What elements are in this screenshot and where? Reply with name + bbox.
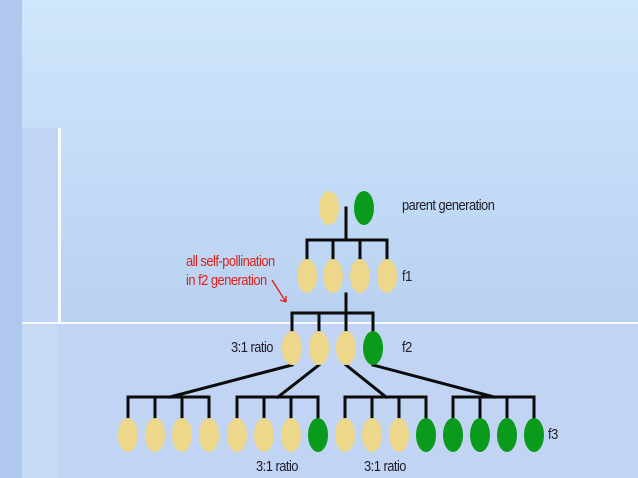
f3-plant-3-4 (416, 418, 436, 452)
f2-plant-3 (336, 331, 356, 365)
f3-plant-4-4 (524, 418, 544, 452)
f3-plant-1-4 (199, 418, 219, 452)
annotation-line-1: all self-pollination (186, 253, 275, 270)
plant-nodes (118, 191, 544, 452)
tree-connectors (126, 206, 536, 420)
parent-generation-label: parent generation (402, 197, 495, 214)
annotation-line-2: in f2 generation (186, 272, 267, 289)
f3-branch-2 (275, 362, 322, 400)
f2-label: f2 (402, 339, 412, 356)
f3-plant-4-3 (497, 418, 517, 452)
f3-plant-2-2 (254, 418, 274, 452)
f3-plant-2-1 (227, 418, 247, 452)
f2-ratio-label: 3:1 ratio (231, 339, 273, 356)
f2-plant-2 (309, 331, 329, 365)
horizontal-rule (22, 322, 638, 324)
vertical-rule (58, 128, 61, 324)
f1-plant-3 (350, 259, 370, 293)
f3-branch-1 (168, 363, 294, 399)
f3-plant-3-1 (335, 418, 355, 452)
f3-plant-1-2 (145, 418, 165, 452)
f3-plant-3-2 (362, 418, 382, 452)
f1-plant-4 (377, 259, 397, 293)
annotation-arrow (271, 279, 287, 303)
left-column-shade (0, 0, 22, 478)
f3-plant-2-3 (281, 418, 301, 452)
parent-plant-2 (354, 191, 374, 225)
f3-plant-1-1 (118, 418, 138, 452)
f3-left-ratio-label: 3:1 ratio (256, 458, 298, 475)
f3-plant-3-3 (389, 418, 409, 452)
f3-label: f3 (548, 426, 558, 443)
lower-left-panel (22, 324, 58, 478)
f1-label: f1 (402, 268, 412, 285)
f3-plant-4-1 (443, 418, 463, 452)
f3-branch-4 (371, 363, 496, 399)
f1-plant-1 (297, 259, 317, 293)
f2-plant-4 (363, 331, 383, 365)
f2-plant-1 (282, 331, 302, 365)
f3-right-ratio-label: 3:1 ratio (364, 458, 406, 475)
f3-plant-2-4 (308, 418, 328, 452)
parent-plant-1 (319, 191, 339, 225)
f3-plant-1-3 (172, 418, 192, 452)
f3-plant-4-2 (470, 418, 490, 452)
self-pollination-annotation: all self-pollination in f2 generation (186, 252, 275, 290)
f1-plant-2 (323, 259, 343, 293)
f3-branch-3 (343, 362, 389, 400)
